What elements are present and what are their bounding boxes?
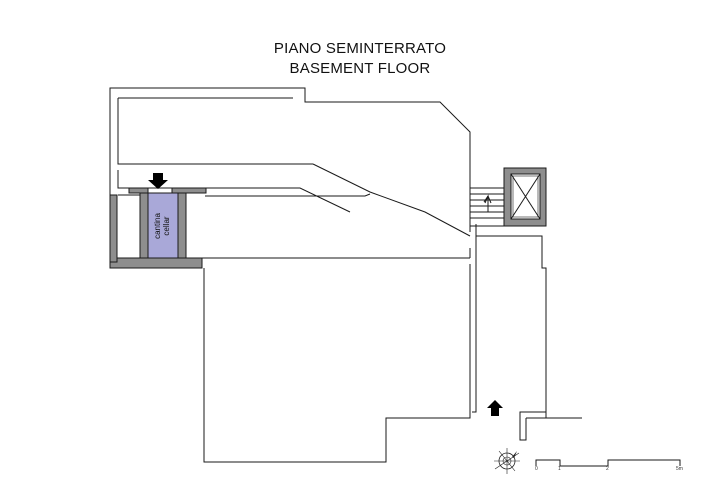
elevator-shaft — [503, 167, 547, 227]
compass-rose-icon — [494, 448, 520, 474]
cellar-access-arrow-icon — [148, 173, 168, 189]
scale-tick-2: 2 — [606, 466, 609, 472]
scale-tick-0: 0 — [535, 466, 538, 472]
scale-bar: 0 1 2 5m — [535, 459, 683, 472]
cellar-label-it: cantina — [153, 213, 162, 239]
plan-subtitle: BASEMENT FLOOR — [289, 60, 431, 77]
cellar-room[interactable] — [147, 192, 179, 259]
stairs — [469, 187, 506, 227]
lower-room-walls — [203, 248, 477, 463]
cellar-label-en: cellar — [162, 216, 171, 235]
scale-tick-1: 1 — [558, 466, 561, 472]
scale-tick-5m: 5m — [676, 466, 683, 472]
corridor-walls — [472, 224, 582, 441]
cellar-thick-walls — [109, 187, 207, 269]
entrance-arrow-icon — [487, 400, 503, 416]
plan-title: PIANO SEMINTERRATO — [273, 40, 447, 57]
